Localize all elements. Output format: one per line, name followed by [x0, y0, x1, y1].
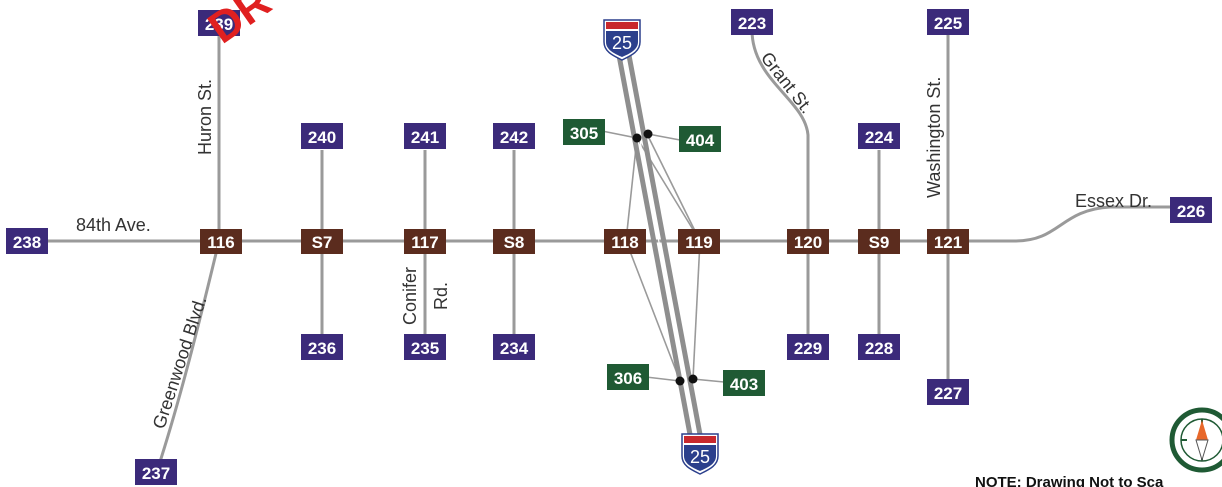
- interstate-shield-label: 25: [690, 447, 710, 467]
- detector-242[interactable]: 242: [493, 123, 535, 149]
- ramp-line: [647, 135, 701, 242]
- interstate-25-corridor: [601, 49, 725, 446]
- intersection-label: 121: [934, 233, 962, 252]
- street-label-washington: Washington St.: [924, 77, 944, 198]
- intersection-label: 117: [411, 233, 438, 252]
- ramp-junction-dot: [688, 374, 698, 384]
- intersection-118[interactable]: 118: [604, 229, 646, 254]
- detector-226[interactable]: 226: [1170, 197, 1212, 223]
- ramp-label: 305: [570, 124, 598, 143]
- intersection-nodes: 116 S7 117 S8 118 119 120 S9: [200, 229, 969, 254]
- detector-label: 225: [934, 14, 962, 33]
- detector-label: 226: [1177, 202, 1205, 221]
- detector-label: 236: [308, 339, 336, 358]
- ramp-connector: [647, 133, 681, 141]
- ramp-line: [692, 240, 701, 380]
- detector-227[interactable]: 227: [927, 379, 969, 405]
- ramp-306[interactable]: 306: [607, 364, 649, 390]
- ramp-label: 306: [614, 369, 642, 388]
- detector-237[interactable]: 237: [135, 459, 177, 485]
- street-label-conifer: Conifer: [400, 267, 420, 325]
- ramp-connector: [601, 130, 638, 139]
- detector-label: 240: [308, 128, 336, 147]
- detector-label: 223: [738, 14, 766, 33]
- interstate-shield-bottom: 25: [681, 433, 719, 475]
- detector-224[interactable]: 224: [858, 123, 900, 149]
- detector-229[interactable]: 229: [787, 334, 829, 360]
- detector-234[interactable]: 234: [493, 334, 535, 360]
- detector-label: 241: [411, 128, 439, 147]
- ramp-403[interactable]: 403: [723, 370, 765, 396]
- detector-nodes: 239 240 241 242 223 224 225 238: [6, 9, 1212, 485]
- detector-label: 228: [865, 339, 893, 358]
- draft-watermark: DR: [200, 0, 280, 53]
- detector-235[interactable]: 235: [404, 334, 446, 360]
- intersection-label: S8: [504, 233, 525, 252]
- detector-label: 238: [13, 233, 41, 252]
- intersection-label: S7: [312, 233, 333, 252]
- intersection-label: 118: [611, 233, 638, 252]
- road-greenwood-blvd: [156, 240, 221, 469]
- detector-label: 229: [794, 339, 822, 358]
- intersection-s8[interactable]: S8: [493, 229, 535, 254]
- street-label-grant: Grant St.: [757, 48, 817, 117]
- intersection-label: 116: [207, 233, 234, 252]
- intersection-label: S9: [869, 233, 890, 252]
- detector-label: 235: [411, 339, 439, 358]
- detector-238[interactable]: 238: [6, 228, 48, 254]
- ramp-connector: [692, 378, 725, 383]
- detector-236[interactable]: 236: [301, 334, 343, 360]
- road-grant-st: [750, 29, 810, 336]
- street-label-huron: Huron St.: [195, 79, 215, 155]
- intersection-121[interactable]: 121: [927, 229, 969, 254]
- ramp-junction-dot: [632, 133, 642, 143]
- scale-note: NOTE: Drawing Not to Sca: [975, 474, 1164, 487]
- interstate-shield-label: 25: [612, 33, 632, 53]
- street-label-84th-ave: 84th Ave.: [76, 215, 151, 235]
- intersection-s7[interactable]: S7: [301, 229, 343, 254]
- detector-label: 227: [934, 384, 962, 403]
- ramp-junction-dot: [643, 129, 653, 139]
- detector-label: 234: [500, 339, 529, 358]
- street-label-greenwood: Greenwood Blvd.: [149, 294, 211, 432]
- detector-225[interactable]: 225: [927, 9, 969, 35]
- intersection-label: 120: [794, 233, 822, 252]
- ramp-label: 403: [730, 375, 758, 394]
- intersection-120[interactable]: 120: [787, 229, 829, 254]
- intersection-119[interactable]: 119: [678, 229, 720, 254]
- intersection-label: 119: [685, 233, 712, 252]
- detector-label: 239: [205, 15, 233, 34]
- intersection-117[interactable]: 117: [404, 229, 446, 254]
- interstate-median: [622, 49, 698, 446]
- street-label-essex: Essex Dr.: [1075, 191, 1152, 211]
- street-label-conifer-rd: Rd.: [431, 282, 451, 310]
- ramp-junction-dot: [675, 376, 685, 386]
- compass-icon: [1169, 407, 1222, 473]
- ramp-305[interactable]: 305: [563, 119, 605, 145]
- detector-label: 224: [865, 128, 894, 147]
- detector-label: 237: [142, 464, 170, 483]
- ramp-label: 404: [686, 131, 715, 150]
- detector-241[interactable]: 241: [404, 123, 446, 149]
- ramp-nodes: 305 404 306 403: [563, 119, 765, 396]
- ramp-connector: [645, 376, 681, 382]
- intersection-116[interactable]: 116: [200, 229, 242, 254]
- ramp-404[interactable]: 404: [679, 126, 721, 152]
- ramp-line: [625, 240, 681, 382]
- detector-228[interactable]: 228: [858, 334, 900, 360]
- detector-223[interactable]: 223: [731, 9, 773, 35]
- detector-240[interactable]: 240: [301, 123, 343, 149]
- interstate-shield-top: 25: [603, 19, 641, 61]
- detector-239[interactable]: 239: [198, 10, 240, 36]
- detector-label: 242: [500, 128, 528, 147]
- road-essex-dr: [960, 205, 1178, 243]
- intersection-s9[interactable]: S9: [858, 229, 900, 254]
